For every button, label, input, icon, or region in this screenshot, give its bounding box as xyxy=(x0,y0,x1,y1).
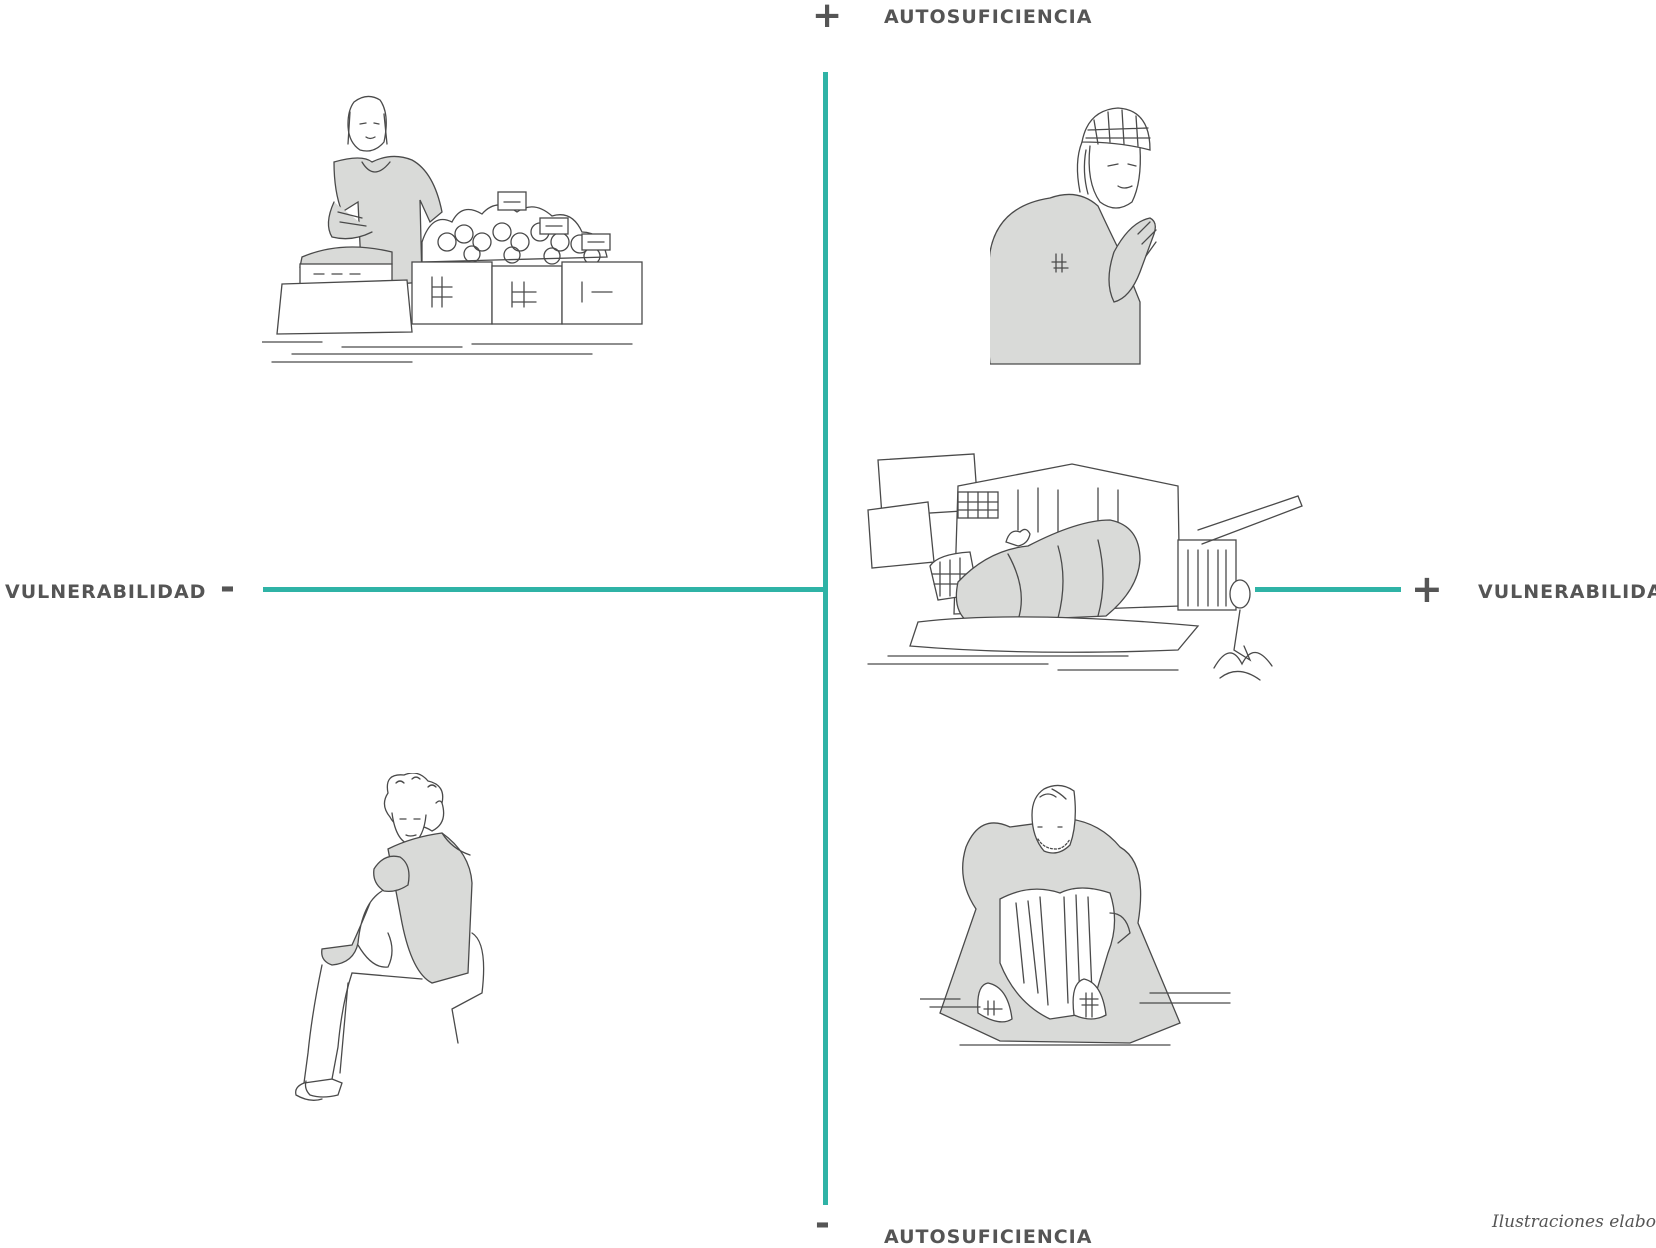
sitting-man-illustration xyxy=(920,783,1238,1068)
horizontal-axis-left xyxy=(263,587,826,592)
top-axis-label: AUTOSUFICIENCIA xyxy=(884,6,1092,28)
market-vendor-illustration xyxy=(262,92,646,372)
bottom-minus-sign: - xyxy=(815,1206,830,1242)
sleeping-street-person-illustration xyxy=(858,450,1306,690)
illustration-credit: Ilustraciones elaborac xyxy=(1492,1212,1656,1232)
right-plus-sign: + xyxy=(1411,570,1443,608)
vertical-axis-autosuficiencia xyxy=(823,72,828,1205)
mother-with-child-illustration xyxy=(292,773,492,1118)
praying-man-illustration xyxy=(990,102,1190,367)
left-minus-sign: - xyxy=(220,570,235,606)
right-axis-label: VULNERABILIDAD xyxy=(1478,581,1656,603)
left-axis-label: VULNERABILIDAD xyxy=(5,581,206,603)
top-plus-sign: + xyxy=(812,0,842,34)
